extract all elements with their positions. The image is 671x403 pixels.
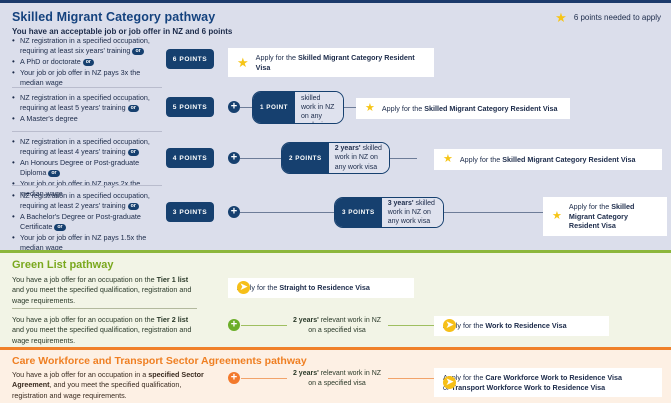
care-workforce-section: Care Workforce and Transport Sector Agre…	[0, 347, 671, 403]
or-badge: or	[127, 203, 139, 211]
plus-icon: +	[228, 206, 240, 218]
legend-label: 6 points needed to apply	[573, 13, 661, 22]
connector-line	[344, 107, 357, 108]
apply-box-6-points[interactable]: ★ Apply for the Skilled Migrant Category…	[228, 48, 434, 78]
requirement-bullet: NZ registration in a specified occupatio…	[12, 136, 162, 157]
connector-line	[240, 158, 282, 159]
or-badge: or	[127, 149, 139, 157]
apply-label: Apply for the Skilled Migrant Category R…	[381, 103, 558, 113]
green-list-section: Green List pathway You have a job offer …	[0, 250, 671, 347]
connector-line	[444, 212, 543, 213]
star-icon: ★	[237, 55, 249, 71]
work-pill-points: 2 POINTS	[282, 143, 329, 173]
smc-section-subtitle: You have an acceptable job or job offer …	[12, 27, 233, 36]
points-chip-6: 6 POINTS	[166, 49, 214, 69]
legend: ★ 6 points needed to apply	[555, 11, 661, 24]
apply-label: Apply for the Straight to Residence Visa	[237, 283, 370, 292]
plus-icon: +	[228, 372, 240, 384]
work-pill-text: 3 years' skilled work in NZ on any work …	[381, 198, 443, 227]
requirement-bullet: An Honours Degree or Post-graduate Diplo…	[12, 157, 162, 178]
apply-label: Apply for the Care Workforce Work to Res…	[443, 373, 622, 392]
divider	[12, 308, 197, 309]
requirements-block-5-points: NZ registration in a specified occupatio…	[12, 92, 162, 125]
points-chip-5: 5 POINTS	[166, 97, 214, 117]
requirements-block-3-points: NZ registration in a specified occupatio…	[12, 190, 162, 254]
work-pill-points: 1 POINT	[253, 92, 295, 123]
requirement-bullet: A Bachelor's Degree or Post-graduate Cer…	[12, 211, 162, 232]
green-requirement-tier2: You have a job offer for an occupation o…	[12, 315, 192, 345]
arrow-right-icon: ➤	[443, 319, 456, 333]
apply-box-5-points[interactable]: ★ Apply for the Skilled Migrant Category…	[356, 98, 570, 119]
smc-pathway-section: Skilled Migrant Category pathway You hav…	[0, 0, 671, 250]
requirement-bullet: NZ registration in a specified occupatio…	[12, 190, 162, 211]
apply-label: Apply for the Skilled Migrant Category R…	[255, 53, 415, 72]
connector-line	[388, 325, 434, 327]
apply-box-care-transport[interactable]: ➤ Apply for the Care Workforce Work to R…	[434, 368, 662, 398]
points-chip-4: 4 POINTS	[166, 148, 214, 168]
work-pill-2-points: 2 POINTS 2 years' skilled work in NZ on …	[281, 142, 390, 174]
care-requirement-text: You have a job offer for an occupation i…	[12, 370, 204, 400]
requirement-bullet: NZ registration in a specified occupatio…	[12, 35, 162, 56]
green-requirement-tier1: You have a job offer for an occupation o…	[12, 275, 192, 305]
connector-line	[240, 212, 335, 213]
care-section-title: Care Workforce and Transport Sector Agre…	[12, 355, 307, 367]
plus-icon: +	[228, 319, 240, 331]
green-section-title: Green List pathway	[12, 259, 114, 271]
connector-line	[241, 378, 287, 380]
star-icon: ★	[555, 10, 567, 25]
apply-box-straight-to-residence[interactable]: ➤ Apply for the Straight to Residence Vi…	[228, 278, 414, 298]
connector-line	[240, 107, 253, 108]
apply-label: Apply for the Work to Residence Visa	[443, 321, 567, 330]
or-badge: or	[48, 170, 60, 178]
or-badge: or	[82, 58, 94, 67]
work-pill-points: 3 POINTS	[335, 198, 382, 227]
divider	[12, 131, 162, 132]
requirement-bullet: Your job or job offer in NZ pays 1.5x th…	[12, 232, 162, 253]
apply-label: Apply for the Skilled Migrant Category R…	[459, 154, 636, 164]
plus-icon: +	[228, 101, 240, 113]
star-icon: ★	[365, 102, 375, 114]
apply-box-3-points[interactable]: ★ Apply for the Skilled Migrant Category…	[543, 197, 667, 237]
star-icon: ★	[443, 153, 453, 165]
work-pill-text: 2 years' skilled work in NZ on any work …	[328, 143, 389, 173]
arrow-right-icon: ➤	[443, 376, 456, 390]
work-pill-1-point: 1 POINT 1 year's skilled work in NZ on a…	[252, 91, 344, 124]
connector-line	[241, 325, 287, 327]
arrow-right-icon: ➤	[237, 281, 250, 295]
apply-box-4-points[interactable]: ★ Apply for the Skilled Migrant Category…	[434, 149, 662, 170]
apply-label: Apply for the Skilled Migrant Category R…	[568, 202, 635, 231]
or-badge: or	[54, 224, 66, 232]
connector-line	[388, 378, 434, 380]
or-badge: or	[127, 105, 139, 113]
apply-box-work-to-residence[interactable]: ➤ Apply for the Work to Residence Visa	[434, 316, 609, 336]
requirement-bullet: NZ registration in a specified occupatio…	[12, 92, 162, 113]
work-pill-text: 1 year's skilled work in NZ on any work …	[295, 92, 343, 123]
smc-section-title: Skilled Migrant Category pathway	[12, 10, 216, 24]
requirements-block-6-points: NZ registration in a specified occupatio…	[12, 35, 162, 89]
divider	[12, 185, 162, 186]
requirement-bullet: A Master's degree	[12, 113, 162, 125]
star-icon: ★	[552, 210, 562, 223]
plus-icon: +	[228, 152, 240, 164]
requirement-bullet: Your job or job offer in NZ pays 3x the …	[12, 67, 162, 88]
work-pill-3-points: 3 POINTS 3 years' skilled work in NZ on …	[334, 197, 444, 228]
or-badge: or	[132, 48, 144, 56]
connector-line	[390, 158, 417, 159]
divider	[12, 87, 162, 88]
points-chip-3: 3 POINTS	[166, 202, 214, 222]
